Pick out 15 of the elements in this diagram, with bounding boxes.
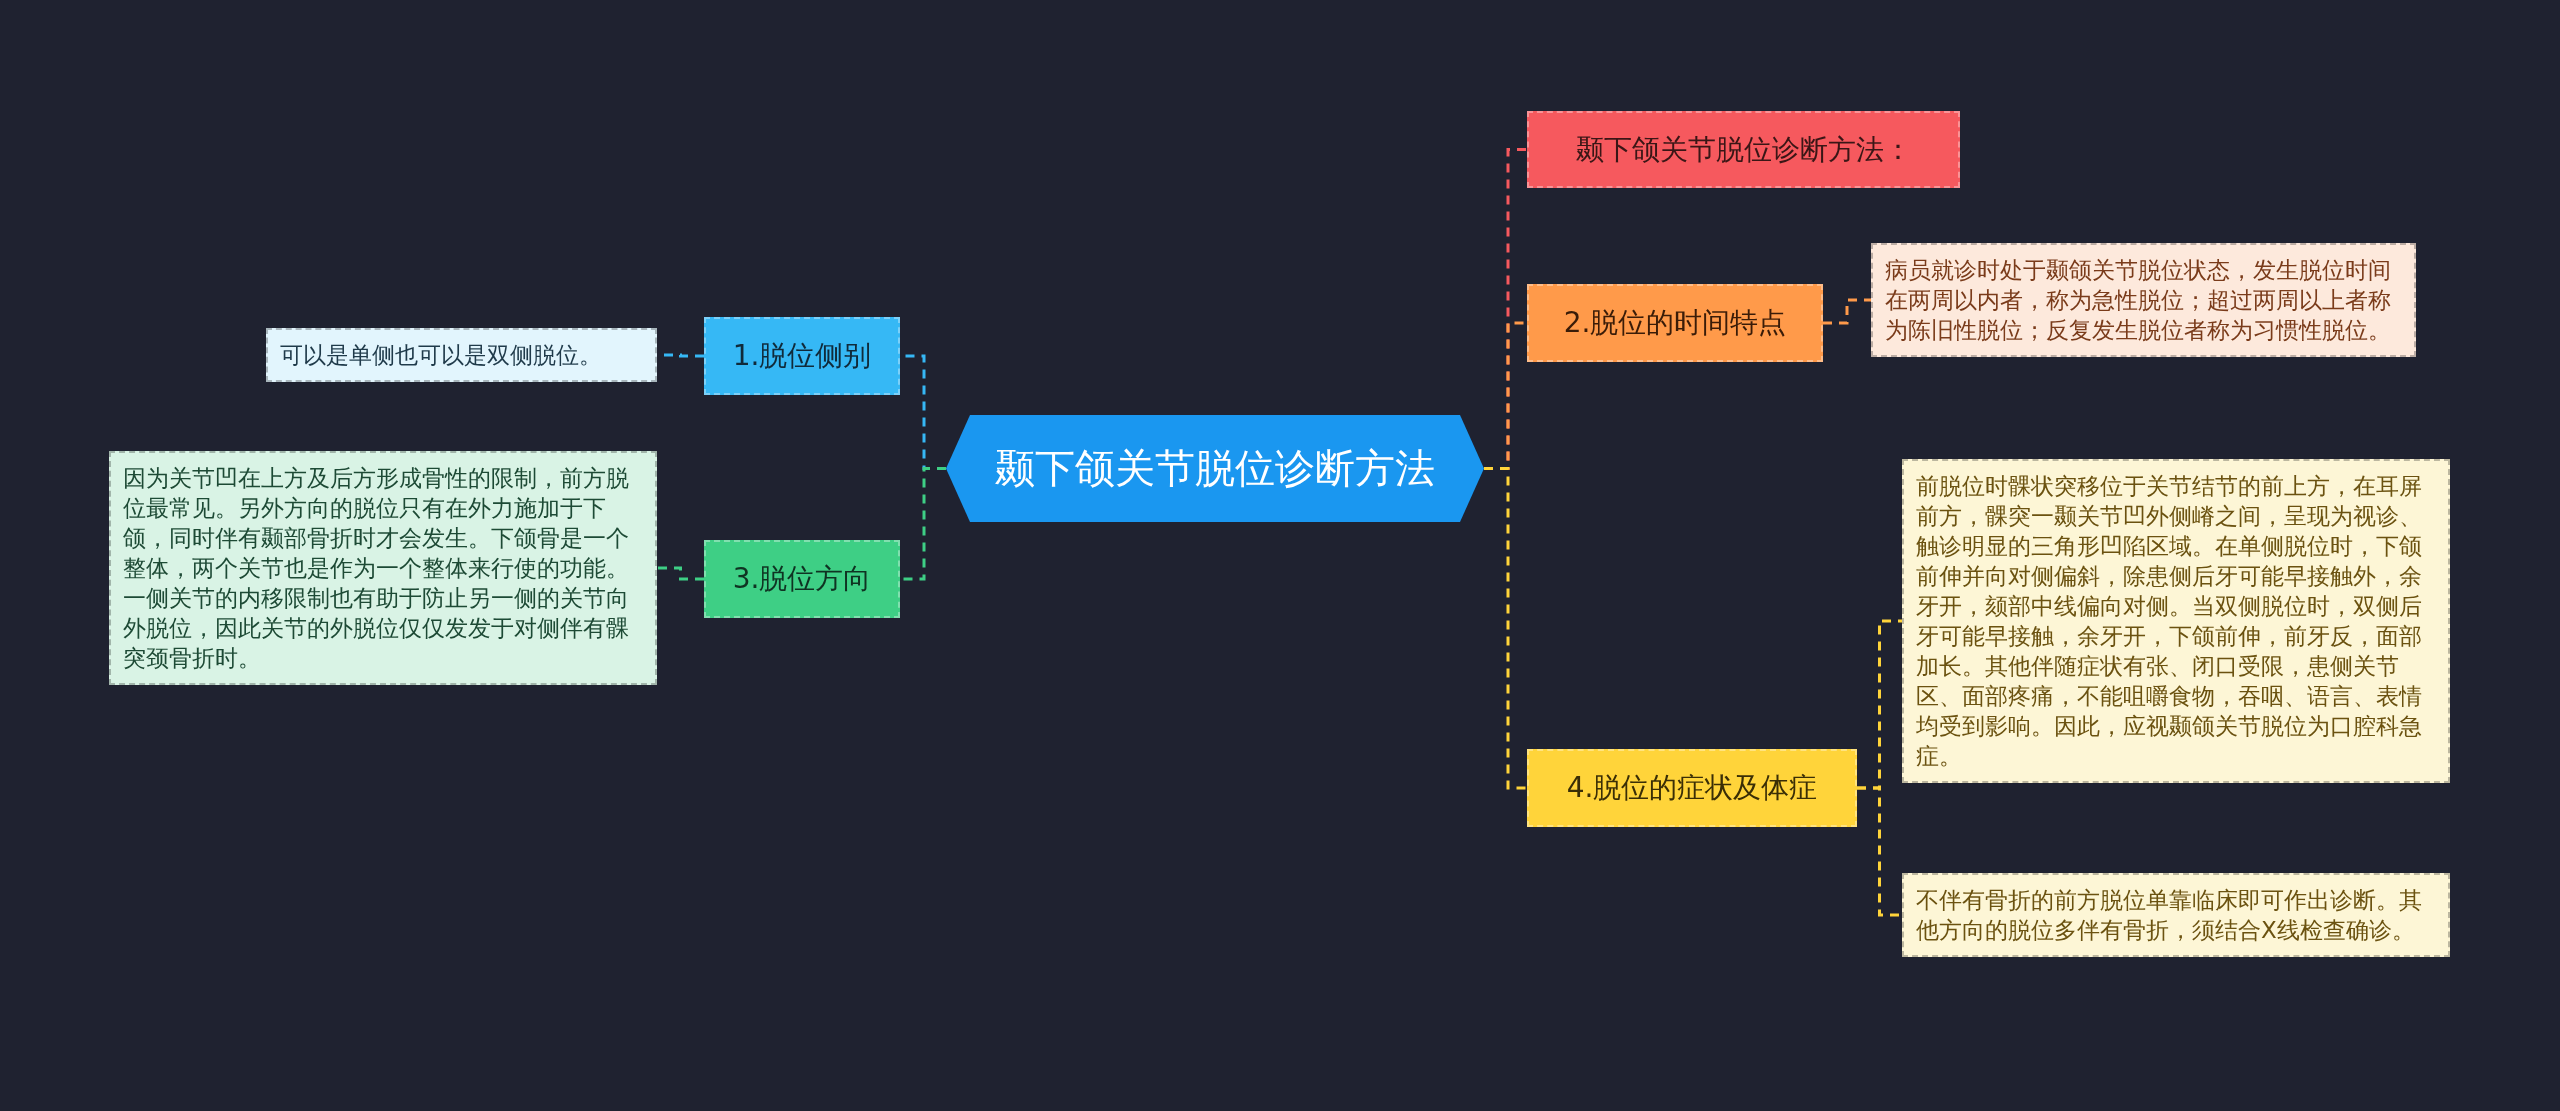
note-box: 前脱位时髁状突移位于关节结节的前上方，在耳屏前方，髁突一颞关节凹外侧嵴之间，呈现为视诊、触诊明显的三角形凹陷区域。在单侧脱位时，下颌前伸并向对侧偏斜，除患侧后牙可能早接触外，余牙开，颏部中线偏向对侧。当双侧脱位时，双侧后牙可能早接触，余牙开，下颌前伸，前牙反，面部加长。其他伴随症状有张、闭口受限，患侧关节区、面部疼痛，不能咀嚼食物，吞咽、语言、表情均受到影响。因此，应视颞颌关节脱位为口腔科急症。 <box>1902 459 2450 783</box>
note-box: 不伴有骨折的前方脱位单靠临床即可作出诊断。其他方向的脱位多伴有骨折，须结合X线检查确诊。 <box>1902 873 2450 957</box>
connector-line <box>1857 786 1902 917</box>
topic-box: 颞下颌关节脱位诊断方法： <box>1527 111 1960 188</box>
connector-line <box>657 566 704 581</box>
connector-line <box>1823 298 1871 325</box>
note-box: 病员就诊时处于颞颌关节脱位状态，发生脱位时间在两周以内者，称为急性脱位；超过两周以上者称为陈旧性脱位；反复发生脱位者称为习惯性脱位。 <box>1871 243 2416 357</box>
topic-box: 1.脱位侧别 <box>704 317 900 395</box>
central-topic: 颞下颌关节脱位诊断方法 <box>946 415 1484 522</box>
topic-box: 3.脱位方向 <box>704 540 900 618</box>
topic-box: 2.脱位的时间特点 <box>1527 284 1823 362</box>
topic-box: 4.脱位的症状及体症 <box>1527 749 1857 827</box>
note-box: 可以是单侧也可以是双侧脱位。 <box>266 328 657 382</box>
connector-line <box>1484 467 1527 790</box>
note-box: 因为关节凹在上方及后方形成骨性的限制，前方脱位最常见。另外方向的脱位只有在外力施加于下颌，同时伴有颞部骨折时才会发生。下颌骨是一个整体，两个关节也是作为一个整体来行使的功能。一侧关节的内移限制也有助于防止另一侧的关节向外脱位，因此关节的外脱位仅仅发发于对侧伴有髁突颈骨折时。 <box>109 451 657 685</box>
